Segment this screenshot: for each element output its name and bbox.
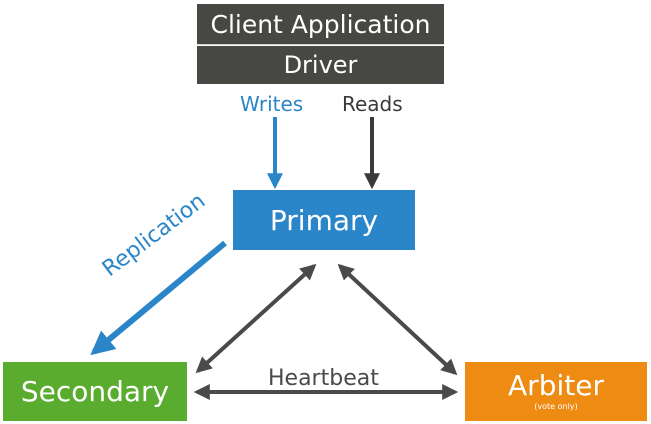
driver-label: Driver bbox=[283, 51, 358, 79]
reads-label: Reads bbox=[342, 92, 403, 116]
secondary-label: Secondary bbox=[20, 375, 170, 408]
secondary-node: Secondary bbox=[3, 362, 187, 421]
arbiter-sublabel: (vote only) bbox=[534, 402, 578, 411]
driver-box: Driver bbox=[197, 46, 444, 84]
primary-label: Primary bbox=[269, 203, 379, 237]
primary-secondary-heartbeat-arrow bbox=[195, 263, 317, 374]
primary-node: Primary bbox=[233, 190, 415, 250]
client-application-label: Client Application bbox=[210, 9, 431, 39]
client-application-box: Client Application bbox=[197, 4, 444, 45]
arbiter-node: Arbiter (vote only) bbox=[465, 362, 647, 421]
primary-arbiter-heartbeat-arrow bbox=[337, 263, 458, 376]
arbiter-label: Arbiter bbox=[508, 369, 604, 402]
heartbeat-label: Heartbeat bbox=[268, 366, 379, 391]
replication-arrow bbox=[90, 240, 227, 356]
writes-label: Writes bbox=[240, 92, 304, 116]
